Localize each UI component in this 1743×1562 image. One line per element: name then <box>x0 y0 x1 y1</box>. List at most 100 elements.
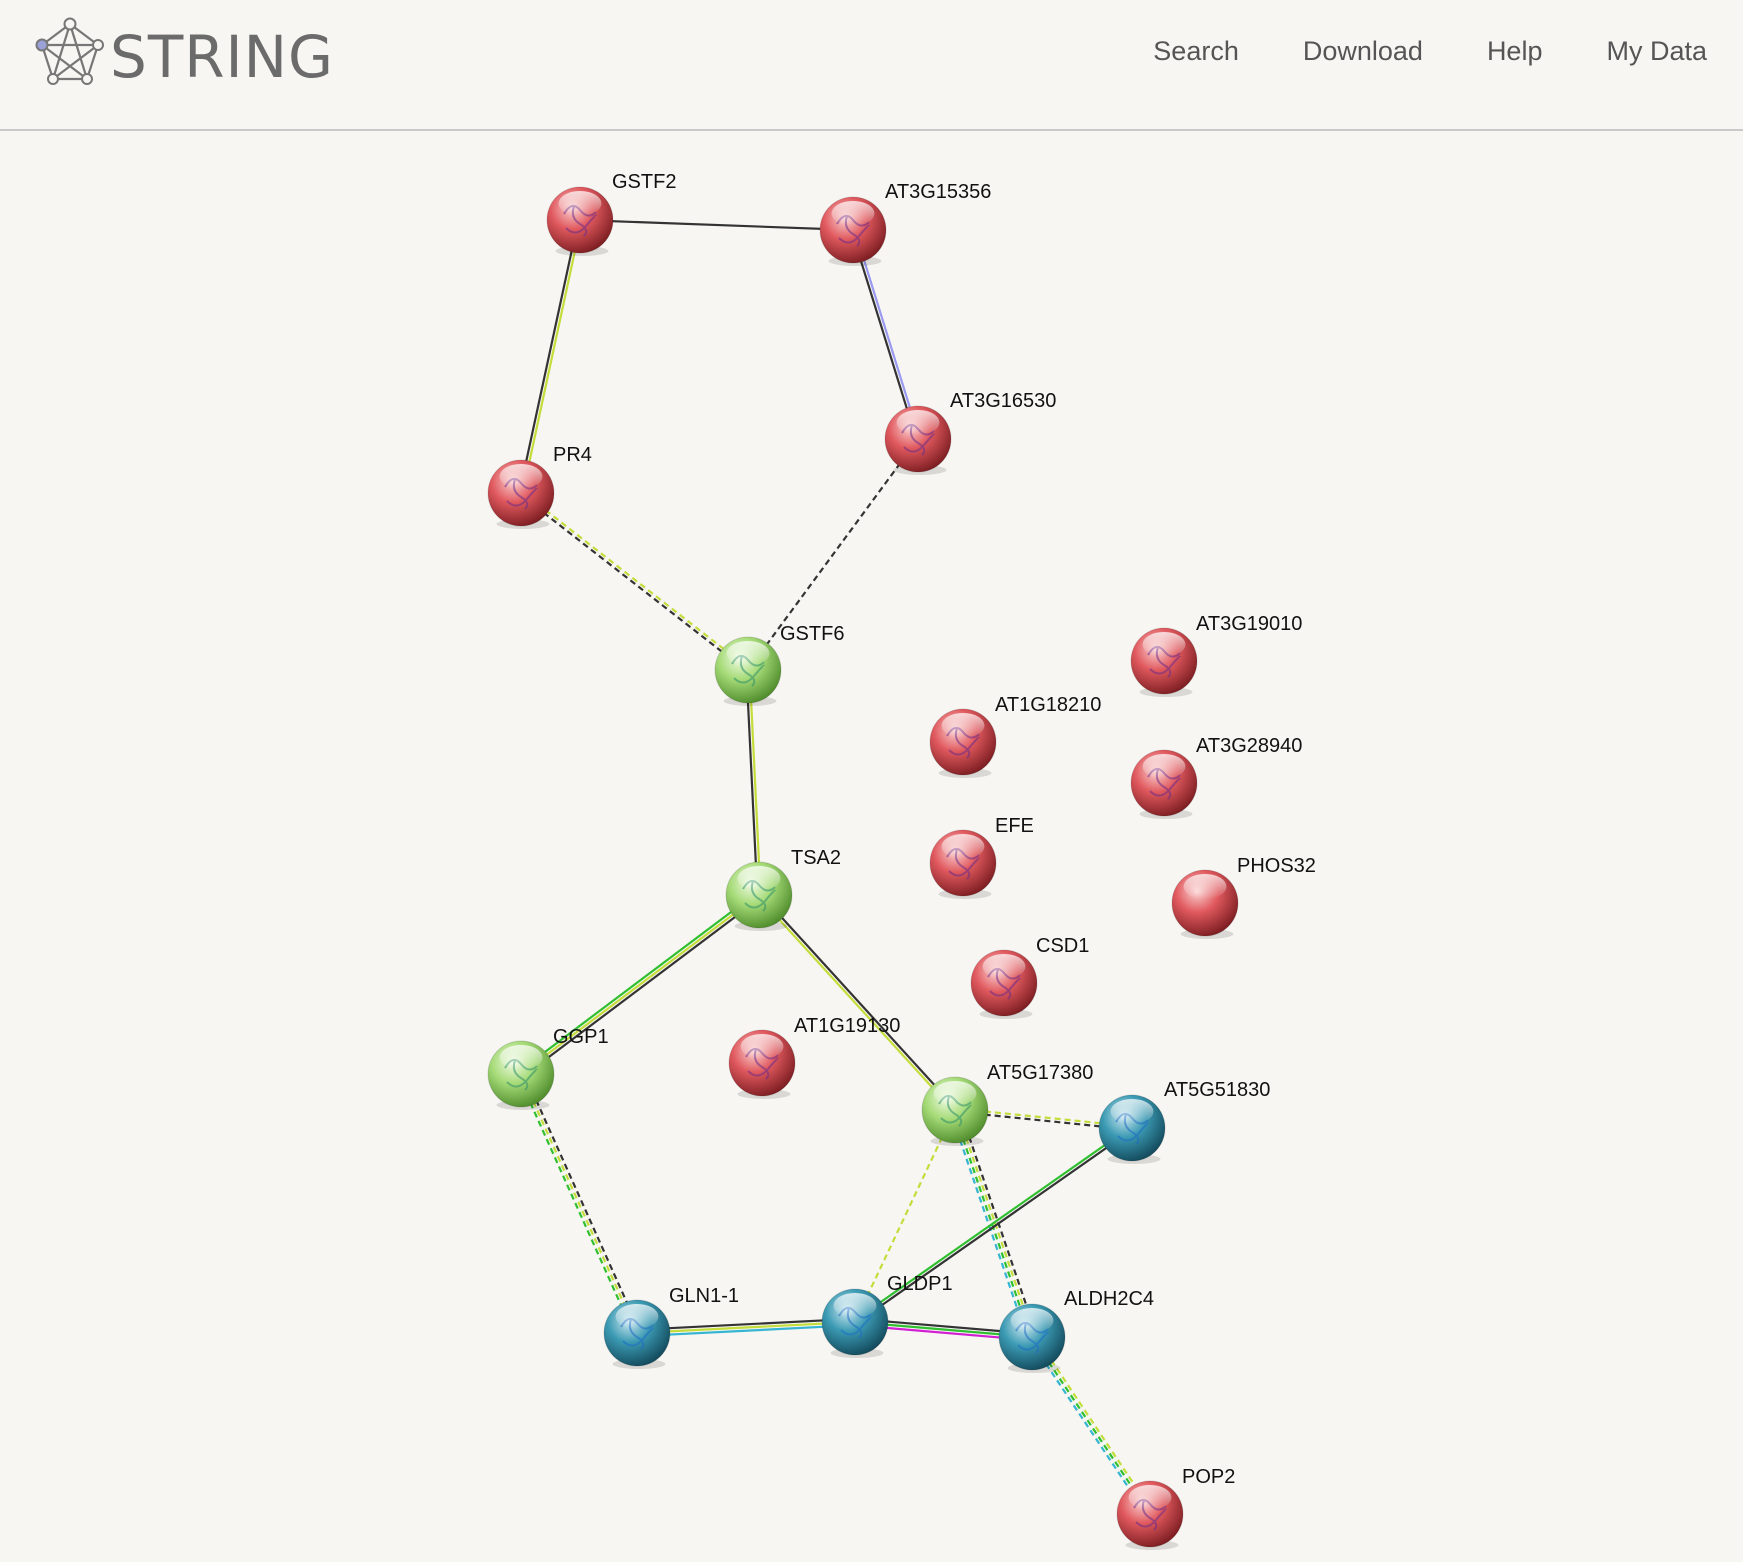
node-label: AT5G17380 <box>987 1062 1093 1084</box>
node-highlight <box>740 1033 784 1060</box>
node-label: AT3G28940 <box>1196 735 1302 757</box>
node-highlight <box>1142 631 1186 658</box>
node-CSD1[interactable]: CSD1 <box>970 935 1089 1019</box>
edge-line-yellowgreen <box>521 220 583 494</box>
node-GSTF2[interactable]: GSTF2 <box>546 171 676 256</box>
node-label: TSA2 <box>791 847 841 869</box>
edge-TSA2-GGP1[interactable] <box>518 891 762 1078</box>
node-label: GSTF2 <box>612 171 676 193</box>
node-highlight <box>982 953 1026 980</box>
node-highlight <box>941 712 985 739</box>
edges-layer <box>517 218 1154 1517</box>
main-nav: Search Download Help My Data <box>1153 36 1707 67</box>
edge-line-yellowgreen <box>636 1320 856 1335</box>
string-network-logo-icon <box>32 16 108 97</box>
node-ALDH2C4[interactable]: ALDH2C4 <box>998 1288 1154 1373</box>
node-label: CSD1 <box>1036 935 1089 957</box>
node-PHOS32[interactable]: PHOS32 <box>1171 855 1316 939</box>
node-highlight <box>1142 753 1186 780</box>
node-highlight <box>1010 1307 1054 1334</box>
node-label: GLDP1 <box>887 1273 953 1295</box>
node-label: GSTF6 <box>780 623 844 645</box>
node-GLN1-1[interactable]: GLN1-1 <box>603 1285 739 1369</box>
node-AT3G15356[interactable]: AT3G15356 <box>819 181 991 266</box>
edge-line-black <box>759 893 957 1110</box>
edge-line-black <box>636 1317 855 1331</box>
nav-my-data-link[interactable]: My Data <box>1606 36 1707 66</box>
edge-line-black <box>745 670 759 896</box>
edge-TSA2-AT5G17380[interactable] <box>757 893 957 1112</box>
edge-line-yellowgreen <box>854 1109 956 1323</box>
top-navbar: STRING Search Download Help My Data <box>0 0 1743 131</box>
edge-GSTF2-PR4[interactable] <box>518 219 583 494</box>
edge-line-green_edge <box>518 891 758 1073</box>
edge-line-black <box>518 219 580 493</box>
node-highlight <box>941 833 985 860</box>
edge-line-black <box>855 1128 1134 1325</box>
edge-GLN1-1-GLDP1[interactable] <box>636 1317 856 1338</box>
nav-help-link[interactable]: Help <box>1486 36 1543 66</box>
edge-line-green_edge <box>517 1074 636 1335</box>
edge-AT5G51830-GLDP1[interactable] <box>853 1125 1134 1325</box>
node-AT5G51830[interactable]: AT5G51830 <box>1098 1079 1270 1164</box>
node-label: AT1G19130 <box>794 1015 900 1037</box>
edge-line-green_edge <box>853 1125 1132 1322</box>
node-AT3G19010[interactable]: AT3G19010 <box>1130 613 1302 697</box>
node-label: GLN1-1 <box>669 1285 739 1307</box>
node-label: AT3G16530 <box>950 390 1056 412</box>
edge-line-yellowgreen <box>757 895 955 1112</box>
edge-line-yellowgreen <box>1033 1334 1154 1513</box>
node-highlight <box>833 1292 877 1319</box>
edge-line-yellowgreen <box>519 1073 639 1334</box>
node-POP2[interactable]: POP2 <box>1116 1466 1235 1550</box>
edge-ALDH2C4-POP2[interactable] <box>1028 1334 1154 1517</box>
node-AT1G18210[interactable]: AT1G18210 <box>929 694 1101 778</box>
node-label: GGP1 <box>553 1026 609 1048</box>
node-GSTF6[interactable]: GSTF6 <box>714 623 844 706</box>
node-AT3G28940[interactable]: AT3G28940 <box>1130 735 1302 819</box>
app-title: STRING <box>110 22 334 91</box>
nav-search-link[interactable]: Search <box>1153 36 1239 66</box>
edge-GGP1-GLN1-1[interactable] <box>517 1072 641 1335</box>
node-highlight <box>499 1044 543 1071</box>
node-TSA2[interactable]: TSA2 <box>725 847 841 931</box>
nav-download-link[interactable]: Download <box>1302 36 1423 66</box>
node-highlight <box>558 190 602 217</box>
edge-PR4-GSTF6[interactable] <box>519 490 750 673</box>
edge-GSTF2-AT3G15356[interactable] <box>579 218 854 232</box>
edge-line-cyan <box>637 1324 856 1338</box>
edge-line-yellowgreen <box>521 490 750 670</box>
node-label: ALDH2C4 <box>1064 1288 1154 1310</box>
node-highlight <box>896 409 940 436</box>
node-AT5G17380[interactable]: AT5G17380 <box>921 1062 1093 1146</box>
edge-AT3G16530-GSTF6[interactable] <box>747 438 919 671</box>
string-logo[interactable]: STRING <box>32 16 334 97</box>
edge-AT3G15356-AT3G16530[interactable] <box>850 229 921 440</box>
edge-line-black <box>522 896 762 1078</box>
node-label: POP2 <box>1182 1466 1235 1488</box>
node-GLDP1[interactable]: GLDP1 <box>821 1273 953 1358</box>
edge-AT5G17380-GLDP1[interactable] <box>854 1109 956 1323</box>
edge-line-black <box>522 1072 641 1333</box>
edge-line-green_edge <box>1031 1336 1151 1515</box>
node-AT3G16530[interactable]: AT3G16530 <box>884 390 1056 475</box>
node-highlight <box>615 1303 659 1330</box>
edge-GSTF6-TSA2[interactable] <box>745 669 762 896</box>
node-highlight <box>1183 873 1227 900</box>
node-label: PR4 <box>553 444 592 466</box>
node-EFE[interactable]: EFE <box>929 815 1034 899</box>
node-label: AT1G18210 <box>995 694 1101 716</box>
edge-line-yellowgreen <box>520 894 760 1075</box>
edge-line-black <box>747 438 919 671</box>
edge-line-black <box>579 218 854 232</box>
node-AT1G19130[interactable]: AT1G19130 <box>728 1015 900 1099</box>
node-label: PHOS32 <box>1237 855 1316 877</box>
node-highlight <box>1128 1484 1172 1511</box>
edge-line-cyan <box>1028 1338 1149 1517</box>
node-label: AT3G15356 <box>885 181 991 203</box>
node-PR4[interactable]: PR4 <box>487 444 592 529</box>
node-GGP1[interactable]: GGP1 <box>487 1026 609 1110</box>
node-highlight <box>933 1080 977 1107</box>
